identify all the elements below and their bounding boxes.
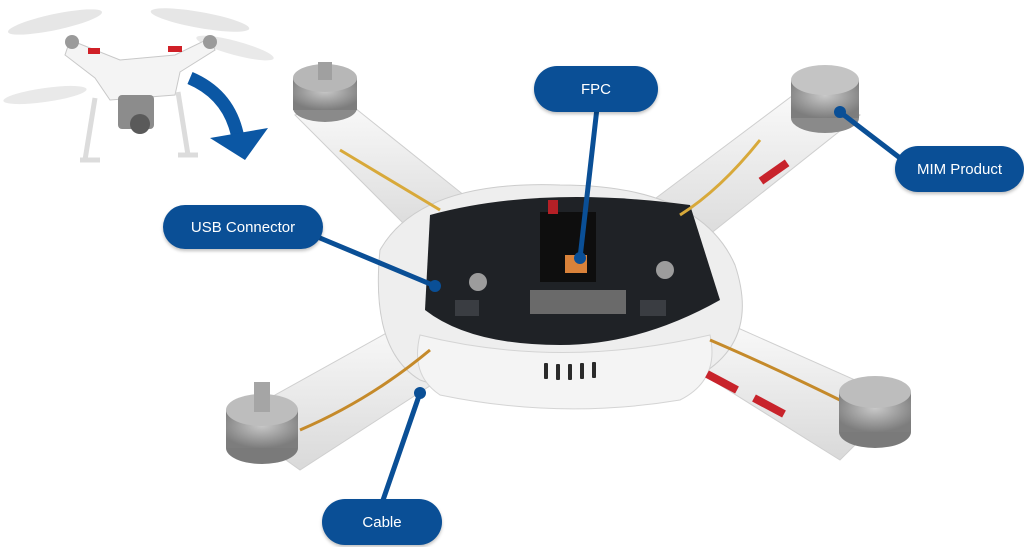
drone-frame <box>229 89 901 471</box>
drone-thumbnail-icon <box>3 8 274 163</box>
leader-endpoints <box>414 106 846 399</box>
callout-mim-product: MIM Product <box>895 146 1024 192</box>
callout-fpc: FPC <box>534 66 658 112</box>
motor-front-right <box>839 376 911 448</box>
leader-line-usb-connector <box>317 235 438 289</box>
callout-cable: Cable <box>322 499 442 545</box>
endpoint-usb-connector <box>429 280 441 292</box>
motor-front-left <box>226 382 298 464</box>
callout-usb-connector: USB Connector <box>163 205 323 249</box>
leader-line-fpc <box>577 105 600 261</box>
curved-arrow-icon <box>187 72 268 160</box>
endpoint-fpc <box>574 252 586 264</box>
endpoint-cable <box>414 387 426 399</box>
endpoint-mim-product <box>834 106 846 118</box>
motor-back-right <box>791 65 859 133</box>
motor-back-left <box>293 62 357 122</box>
leader-line-cable <box>379 390 423 506</box>
leader-lines <box>317 105 903 506</box>
leader-line-mim-product <box>837 109 903 161</box>
